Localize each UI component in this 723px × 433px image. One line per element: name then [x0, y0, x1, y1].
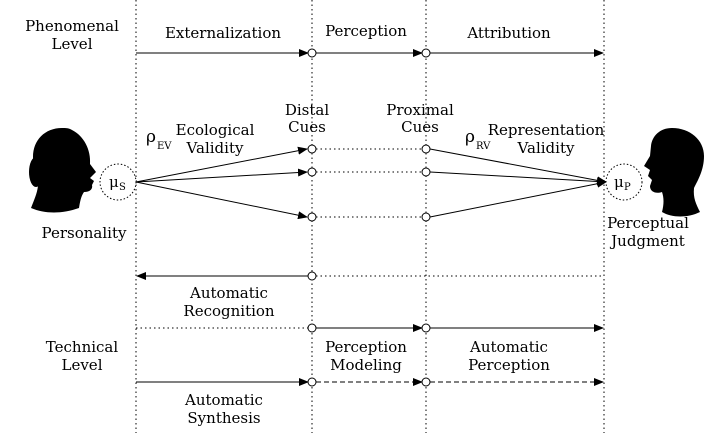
automatic-recognition-label: Automatic [189, 284, 268, 302]
rv-subscript: RV [476, 141, 491, 152]
perception-modeling-label: Perception [325, 338, 407, 356]
distal-cue-node-1 [307, 144, 317, 154]
rv-rho-symbol: ρ [465, 127, 475, 147]
synthesis-proximal-node [421, 377, 431, 387]
recognition-node [307, 271, 317, 281]
attribution-arrow-3 [429, 179, 607, 218]
phenomenal-proximal-node [421, 48, 431, 58]
listener-mu-subscript: P [624, 182, 631, 193]
perception-stage-label: Perception [325, 22, 407, 40]
listener-mu-symbol: μ [614, 173, 624, 191]
distal-cues-label-2: Cues [288, 118, 326, 136]
personality-label: Personality [42, 224, 127, 242]
phenomenal-distal-node [307, 48, 317, 58]
technical-level-label: Technical [46, 338, 119, 356]
externalization-arrow-1 [135, 146, 308, 183]
proximal-cues-label-2: Cues [401, 118, 439, 136]
perception-modeling-label-2: Modeling [330, 356, 402, 374]
proximal-cues-label: Proximal [386, 101, 454, 119]
phenomenal-level-label-2: Level [52, 35, 93, 53]
speaker-mu-subscript: S [119, 182, 126, 193]
ev-rho-symbol: ρ [146, 127, 156, 147]
perceptual-judgment-label: Perceptual [607, 214, 689, 232]
ecological-validity-label: Ecological [176, 121, 255, 139]
distal-cue-node-3 [307, 212, 317, 222]
proximal-cue-node-1 [421, 144, 431, 154]
synthesis-distal-node [307, 377, 317, 387]
proximal-cue-node-2 [421, 167, 431, 177]
representation-validity-label: Representation [488, 121, 605, 139]
externalization-arrow-3 [135, 181, 308, 220]
attribution-arrow-1 [429, 148, 607, 185]
technical-level-label-2: Level [62, 356, 103, 374]
automatic-perception-label: Automatic [469, 338, 548, 356]
female-head-silhouette-icon [29, 128, 96, 213]
ev-subscript: EV [157, 141, 172, 152]
representation-validity-label-2: Validity [517, 139, 575, 157]
proximal-cue-node-3 [421, 212, 431, 222]
speaker-trait-node [99, 163, 137, 201]
male-head-silhouette-icon [644, 128, 704, 217]
ecological-validity-label-2: Validity [186, 139, 244, 157]
phenomenal-level-label: Phenomenal [25, 17, 119, 35]
externalization-label: Externalization [165, 24, 281, 42]
speaker-mu-symbol: μ [109, 173, 119, 191]
listener-percept-node [605, 163, 643, 201]
modeling-proximal-node [421, 323, 431, 333]
externalization-arrow-2 [135, 168, 308, 183]
distal-cue-node-2 [307, 167, 317, 177]
automatic-synthesis-label: Automatic [184, 391, 263, 409]
attribution-arrow-2 [429, 171, 607, 186]
automatic-perception-label-2: Perception [468, 356, 550, 374]
automatic-synthesis-label-2: Synthesis [187, 409, 260, 427]
automatic-recognition-label-2: Recognition [183, 302, 275, 320]
modeling-distal-node [307, 323, 317, 333]
perceptual-judgment-label-2: Judgment [609, 232, 685, 250]
distal-cues-label: Distal [285, 101, 329, 119]
attribution-label: Attribution [466, 24, 551, 42]
